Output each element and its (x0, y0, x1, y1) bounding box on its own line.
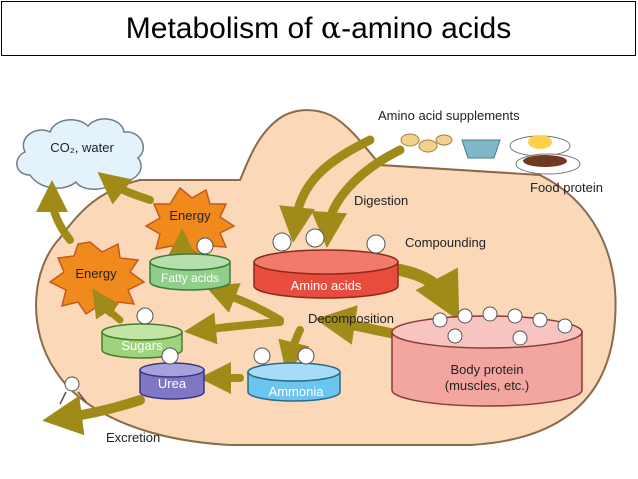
energy-label-top: Energy (169, 208, 211, 223)
energy-burst-left: Energy (48, 241, 146, 318)
decomp-to-fatty-arrow (205, 283, 284, 324)
page-title: Metabolism of α-amino acids (126, 11, 511, 46)
fatty-acids-label: Fatty acids (161, 271, 219, 285)
excretion-arrow (42, 395, 145, 436)
digestion-label: Digestion (354, 193, 408, 208)
co2-water-label: CO₂, water (50, 140, 114, 155)
urea-label: Urea (158, 376, 187, 391)
fatty-acids-dish: Fatty acids (149, 237, 231, 291)
co2-water-cloud: CO₂, water (16, 118, 144, 190)
body-protein-dish: Body protein (muscles, etc.) (391, 306, 583, 407)
title-alpha: α (320, 11, 342, 46)
title-suffix: -amino acids (341, 12, 512, 45)
decomp-to-sugars-arrow (184, 312, 284, 345)
sugars-to-energy-arrow (92, 288, 124, 324)
digestion-arrow-1 (279, 135, 375, 243)
compounding-arrow (394, 264, 460, 322)
energy-left-to-cloud-arrow (36, 180, 74, 244)
amino-acids-dish: Amino acids (253, 228, 399, 299)
sugars-label: Sugars (121, 338, 163, 353)
title-box: Metabolism of α-amino acids (1, 1, 636, 56)
energy-to-cloud-arrow (97, 172, 154, 205)
amino-acids-label: Amino acids (291, 278, 362, 293)
excretion-figure (59, 376, 87, 405)
food-protein-label: Food protein (530, 180, 603, 195)
body-protein-label-1: Body protein (451, 362, 524, 377)
digestion-arrow-2 (311, 145, 405, 248)
compounding-label: Compounding (405, 235, 486, 250)
food-items (400, 133, 581, 175)
decomp-to-ammonia-arrow (278, 326, 310, 374)
ammonia-label: Ammonia (269, 384, 325, 399)
ammonia-dish: Ammonia (247, 347, 341, 402)
body-protein-label-2: (muscles, etc.) (445, 378, 530, 393)
decomposition-label: Decomposition (308, 311, 394, 326)
energy-label-left: Energy (75, 266, 117, 281)
title-prefix: Metabolism of (125, 12, 321, 45)
urea-dish: Urea (139, 347, 205, 400)
excretion-label: Excretion (106, 430, 160, 445)
amino-acid-supplements-label: Amino acid supplements (378, 108, 520, 123)
sugars-dish: Sugars (101, 307, 183, 359)
